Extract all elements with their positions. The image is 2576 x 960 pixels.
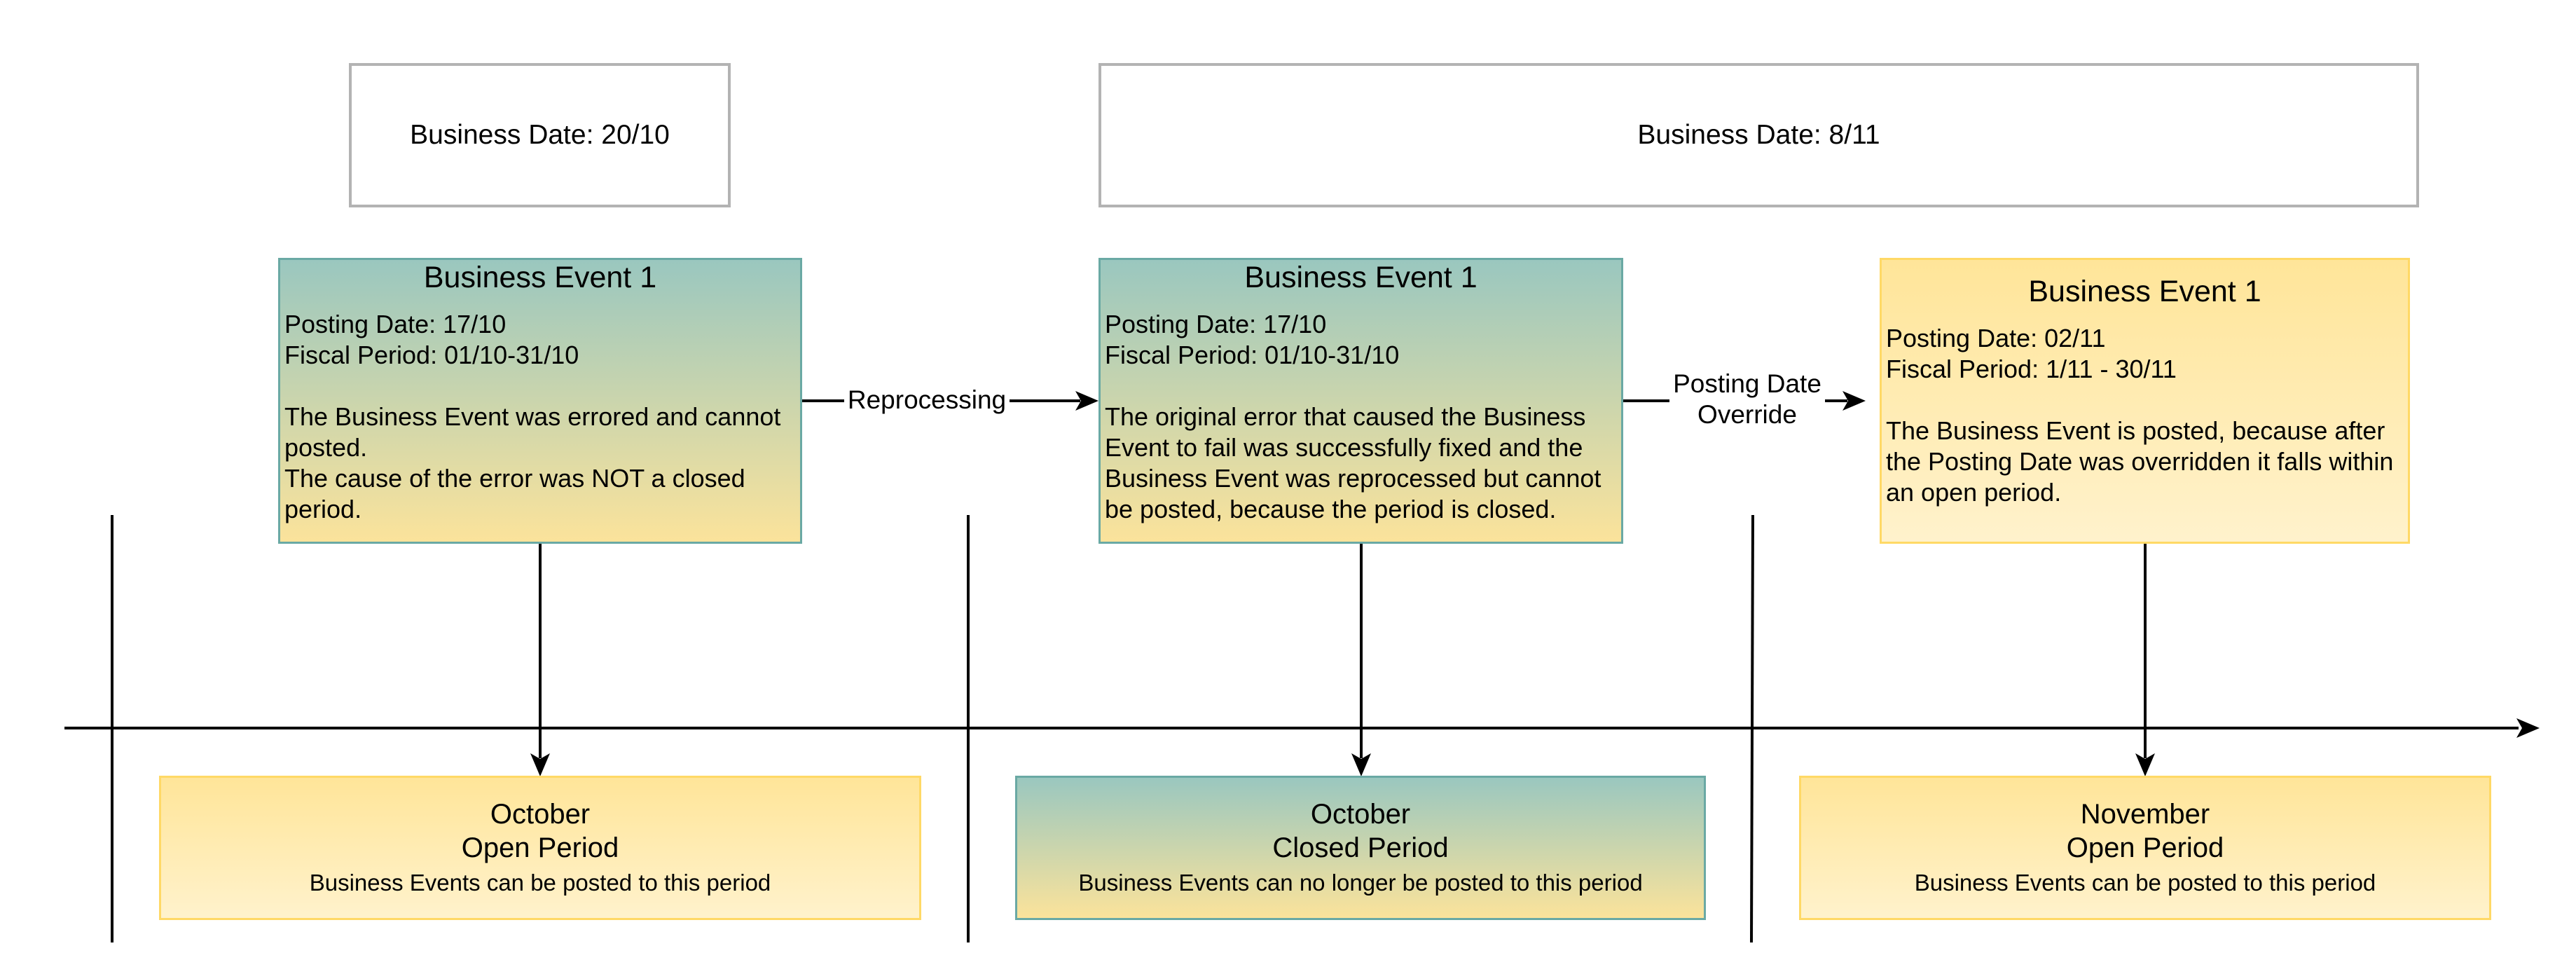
business-date-box-1: Business Date: 20/10 (349, 63, 731, 207)
posting-date-override-label: Posting Date Override (1669, 369, 1825, 430)
event-description: The original error that caused the Busin… (1105, 402, 1602, 523)
event-posting-date: Posting Date: 17/10 (284, 310, 507, 338)
period-month: October (1310, 799, 1411, 830)
reprocessing-label: Reprocessing (844, 385, 1010, 416)
reprocessing-arrowhead (1075, 391, 1098, 411)
period-month: October (490, 799, 591, 830)
override-arrowhead (1843, 391, 1866, 411)
period-box-2: October Closed Period Business Events ca… (1015, 776, 1706, 920)
period-box-3: November Open Period Business Events can… (1799, 776, 2491, 920)
period-month: November (2080, 799, 2210, 830)
event-3-to-period-arrowhead (2135, 753, 2155, 776)
override-label-line-2: Override (1697, 400, 1797, 429)
reprocessing-label-text: Reprocessing (847, 385, 1007, 414)
event-description: The Business Event is posted, because af… (1886, 416, 2394, 507)
event-description: The Business Event was errored and canno… (284, 402, 781, 462)
business-date-label: Business Date: 8/11 (1637, 120, 1880, 150)
event-fiscal-period: Fiscal Period: 1/11 - 30/11 (1886, 355, 2177, 383)
event-description-cause: The cause of the error was NOT a closed … (284, 464, 745, 523)
event-fiscal-period: Fiscal Period: 01/10-31/10 (284, 341, 579, 369)
event-2-to-period-arrowhead (1351, 753, 1371, 776)
event-posting-date: Posting Date: 17/10 (1105, 310, 1327, 338)
period-description: Business Events can be posted to this pe… (1914, 870, 2376, 896)
period-box-1: October Open Period Business Events can … (159, 776, 921, 920)
period-description: Business Events can be posted to this pe… (309, 870, 771, 896)
period-status: Open Period (461, 832, 619, 863)
event-posting-date: Posting Date: 02/11 (1886, 324, 2106, 352)
event-title: Business Event 1 (1244, 261, 1478, 294)
period-description: Business Events can no longer be posted … (1078, 870, 1643, 896)
event-1-to-period-arrowhead (530, 753, 550, 776)
event-title: Business Event 1 (423, 261, 657, 294)
period-status: Closed Period (1272, 832, 1449, 863)
timeline-arrowhead (2516, 718, 2540, 738)
business-date-label: Business Date: 20/10 (410, 120, 670, 150)
business-event-box-1: Business Event 1 Posting Date: 17/10 Fis… (278, 258, 802, 544)
business-date-box-2: Business Date: 8/11 (1098, 63, 2419, 207)
event-fiscal-period: Fiscal Period: 01/10-31/10 (1105, 341, 1400, 369)
business-event-box-3: Business Event 1 Posting Date: 02/11 Fis… (1880, 258, 2410, 544)
override-label-line-1: Posting Date (1673, 369, 1821, 398)
business-event-box-2: Business Event 1 Posting Date: 17/10 Fis… (1098, 258, 1623, 544)
period-status: Open Period (2066, 832, 2224, 863)
event-title: Business Event 1 (2028, 275, 2261, 308)
